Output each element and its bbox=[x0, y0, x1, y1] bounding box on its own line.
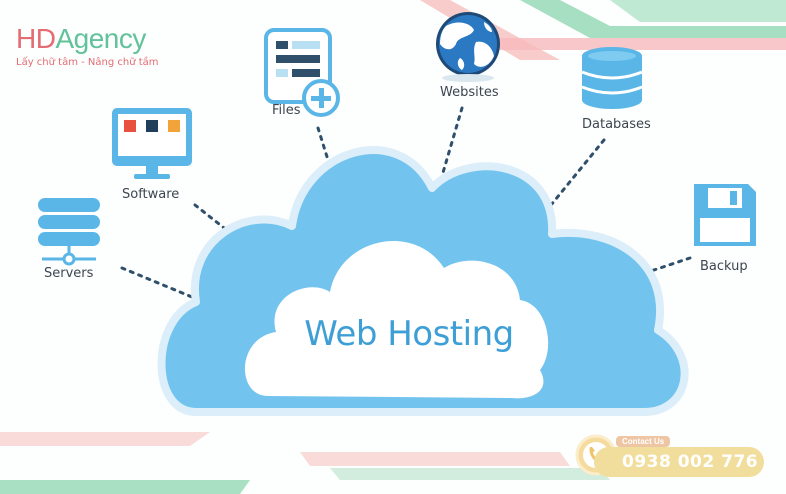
contact-pill[interactable] bbox=[594, 447, 764, 477]
label-databases: Databases bbox=[582, 117, 651, 132]
label-software: Software bbox=[122, 187, 180, 202]
database-icon bbox=[581, 47, 643, 109]
brand-slogan: Lấy chữ tâm - Nâng chữ tầm bbox=[16, 57, 159, 68]
brand-name-agency: Agency bbox=[55, 23, 146, 54]
label-websites: Websites bbox=[440, 85, 499, 100]
contact-widget[interactable]: Contact Us 0938 002 776 bbox=[574, 434, 772, 478]
server-icon bbox=[38, 198, 100, 266]
connector-backup bbox=[538, 256, 692, 310]
monitor-icon bbox=[112, 108, 192, 179]
label-servers: Servers bbox=[44, 266, 94, 281]
cloud bbox=[157, 146, 689, 416]
file-add-icon bbox=[264, 28, 340, 117]
label-files: Files bbox=[272, 103, 301, 118]
floppy-disk-icon bbox=[694, 184, 756, 246]
brand-name-hd: HD bbox=[16, 23, 56, 54]
globe-icon bbox=[436, 12, 500, 82]
brand-logo: HDAgency Lấy chữ tâm - Nâng chữ tầm bbox=[16, 24, 159, 69]
brand-name: HDAgency bbox=[16, 24, 159, 54]
contact-tag: Contact Us bbox=[616, 436, 671, 447]
label-backup: Backup bbox=[700, 259, 748, 274]
center-title: Web Hosting bbox=[304, 314, 514, 354]
contact-phone[interactable]: 0938 002 776 bbox=[622, 452, 759, 472]
